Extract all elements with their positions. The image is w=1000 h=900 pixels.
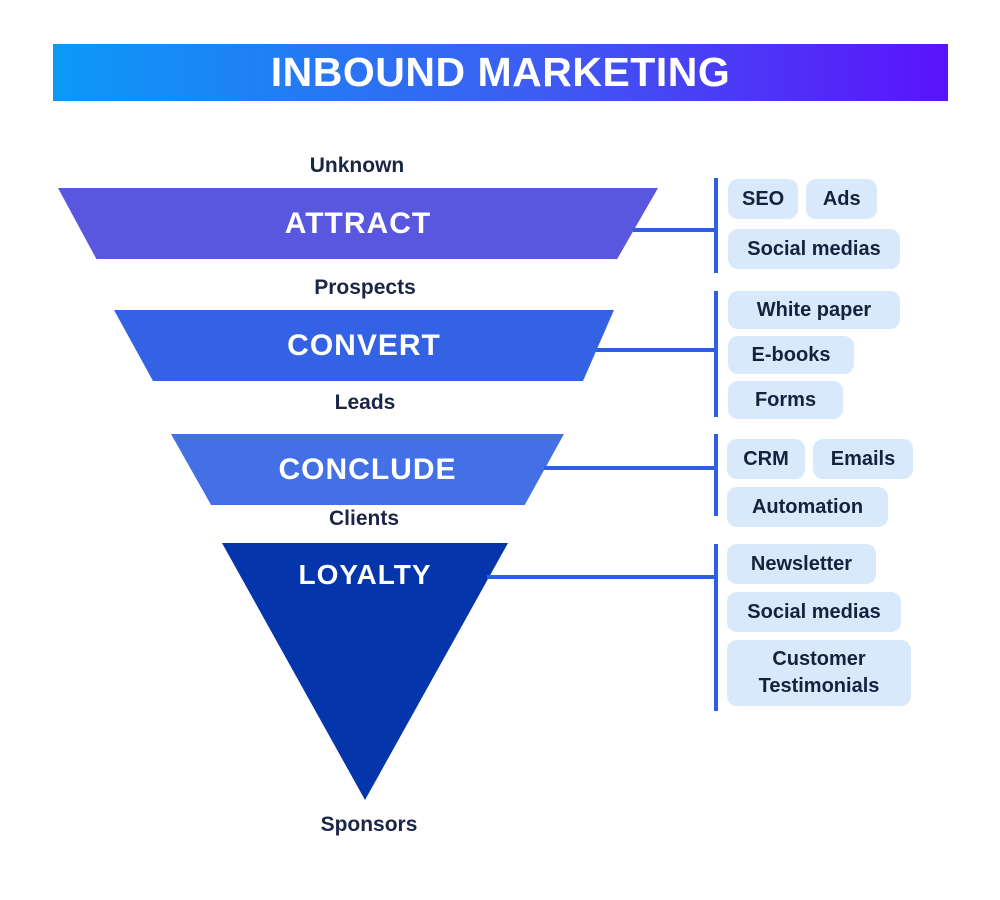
connector-line-loyalty xyxy=(487,575,714,579)
audience-label-unknown: Unknown xyxy=(309,154,405,177)
tag-chip-social-medias: Social medias xyxy=(728,229,900,269)
tag-row: Customer Testimonials xyxy=(727,640,911,706)
page-title: INBOUND MARKETING xyxy=(270,49,731,95)
tag-group-attract: SEO Ads Social medias xyxy=(728,179,900,269)
connector-line-convert xyxy=(596,348,714,352)
tag-row: SEO Ads xyxy=(728,179,900,219)
funnel-stage-attract-label: ATTRACT xyxy=(284,206,432,240)
funnel-stage-conclude: CONCLUDE xyxy=(171,434,564,505)
tag-chip-emails: Emails xyxy=(813,439,913,479)
tag-row: CRM Emails xyxy=(727,439,913,479)
audience-label-clients: Clients xyxy=(328,507,399,530)
funnel-stage-loyalty: LOYALTY xyxy=(222,543,508,800)
tag-chip-newsletter: Newsletter xyxy=(727,544,876,584)
funnel-stage-convert-label: CONVERT xyxy=(287,328,441,362)
connector-bracket-attract xyxy=(714,178,718,273)
tag-row: Social medias xyxy=(728,229,900,269)
tag-group-convert: White paper E-books Forms xyxy=(728,291,900,419)
tag-chip-customer-testimonials: Customer Testimonials xyxy=(727,640,911,706)
funnel-stage-attract: ATTRACT xyxy=(58,188,658,259)
tag-chip-ebooks: E-books xyxy=(728,336,854,374)
tag-chip-white-paper: White paper xyxy=(728,291,900,329)
tag-row: Social medias xyxy=(727,592,911,632)
audience-label-sponsors: Sponsors xyxy=(320,813,418,836)
audience-label-leads: Leads xyxy=(334,391,396,414)
audience-label-prospects: Prospects xyxy=(314,276,416,299)
title-banner: INBOUND MARKETING xyxy=(53,44,948,101)
tag-chip-seo: SEO xyxy=(728,179,799,219)
tag-group-loyalty: Newsletter Social medias Customer Testim… xyxy=(727,544,911,706)
tag-chip-automation: Automation xyxy=(727,487,888,527)
tag-row: White paper xyxy=(728,291,900,329)
connector-line-conclude xyxy=(544,466,714,470)
tag-chip-crm: CRM xyxy=(727,439,805,479)
funnel-stage-convert: CONVERT xyxy=(114,310,614,381)
connector-bracket-convert xyxy=(714,291,718,417)
tag-row: Automation xyxy=(727,487,913,527)
tag-chip-social-medias: Social medias xyxy=(727,592,901,632)
tag-row: Forms xyxy=(728,381,900,419)
connector-line-attract xyxy=(633,228,714,232)
funnel-stage-conclude-label: CONCLUDE xyxy=(278,452,457,486)
connector-bracket-conclude xyxy=(714,434,718,516)
tag-row: Newsletter xyxy=(727,544,911,584)
funnel-stage-loyalty-label: LOYALTY xyxy=(298,559,432,590)
tag-group-conclude: CRM Emails Automation xyxy=(727,439,913,527)
connector-bracket-loyalty xyxy=(714,544,718,711)
tag-chip-forms: Forms xyxy=(728,381,843,419)
tag-chip-ads: Ads xyxy=(806,179,878,219)
tag-row: E-books xyxy=(728,336,900,374)
